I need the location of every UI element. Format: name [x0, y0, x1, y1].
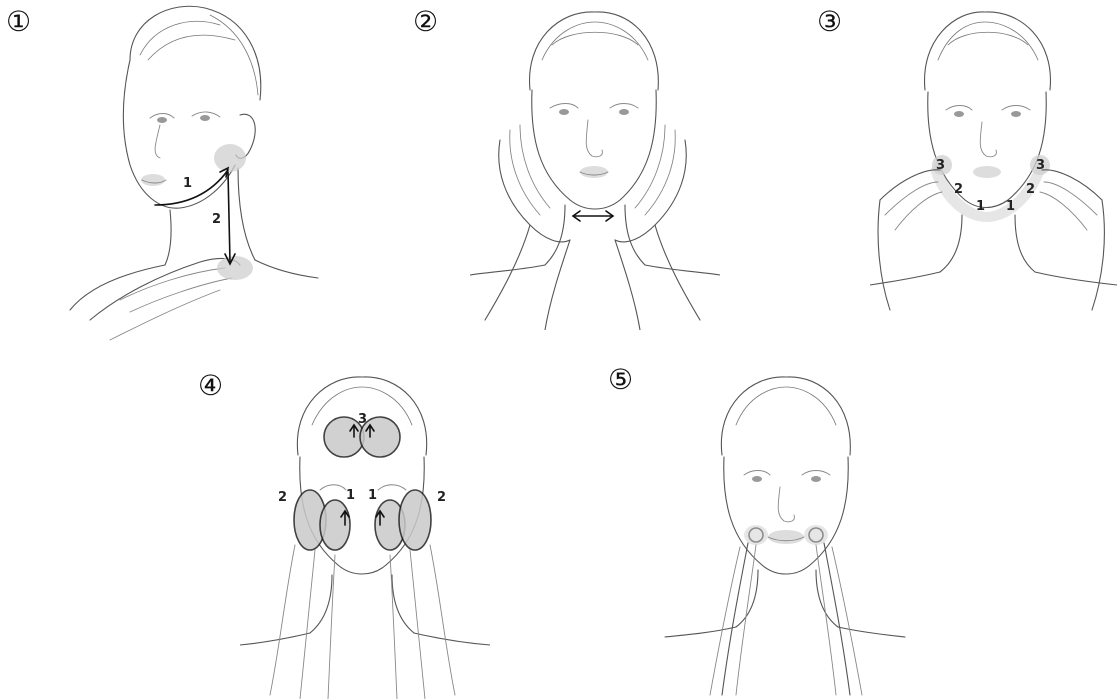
step-4-label-2-right: 2 [437, 490, 446, 505]
step-4-label-3: 3 [358, 412, 367, 427]
step-4-illustration: 3 2 1 1 2 [240, 365, 490, 699]
step-3-label-1-right: 1 [1006, 199, 1015, 214]
step-5-number: ⑤ [608, 366, 633, 394]
step-1-illustration: 1 2 [60, 0, 320, 345]
step-3-illustration: 3 3 2 2 1 1 [870, 0, 1117, 320]
step-4-label-1-right: 1 [368, 488, 377, 503]
step-4-label-2-left: 2 [278, 490, 287, 505]
step-3-number: ③ [817, 8, 842, 36]
step-3-label-3-right: 3 [1036, 158, 1045, 173]
step-1-number: ① [6, 8, 31, 36]
step-1-label-2: 2 [212, 212, 221, 227]
step-1-label-1: 1 [183, 176, 192, 191]
step-4-number: ④ [198, 372, 223, 400]
step-4-label-1-left: 1 [346, 488, 355, 503]
step-3-label-2-left: 2 [954, 182, 963, 197]
step-2-illustration [470, 0, 720, 330]
step-3-label-1-left: 1 [976, 199, 985, 214]
step-3-label-2-right: 2 [1026, 182, 1035, 197]
step-5-illustration [660, 365, 910, 699]
step-3-label-3-left: 3 [936, 158, 945, 173]
step-2-number: ② [413, 8, 438, 36]
